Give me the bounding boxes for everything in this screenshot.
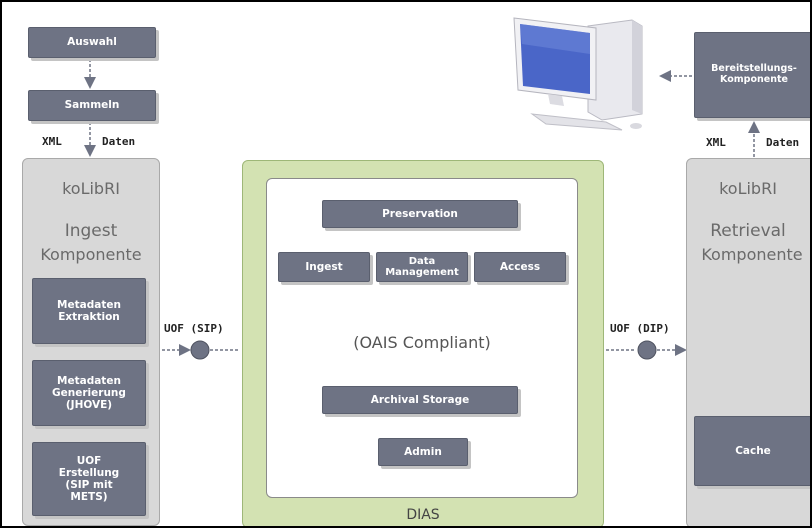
uof-sip-label: UOF (SIP): [164, 322, 224, 335]
xml-label-left: XML: [42, 135, 62, 148]
sammeln-box: Sammeln: [28, 90, 156, 121]
sip-node: [190, 340, 210, 360]
daten-label-left: Daten: [102, 135, 136, 148]
ingest-panel-subtitle-2: Komponente: [40, 245, 142, 264]
dias-label: DIAS: [406, 507, 440, 523]
uof-dip-label: UOF (DIP): [610, 322, 670, 335]
admin-box: Admin: [378, 438, 468, 466]
retrieval-panel-subtitle-1: Retrieval: [710, 221, 786, 241]
ingest-panel-title: koLibRI: [62, 179, 120, 198]
ingest-box: Ingest: [278, 252, 370, 282]
dip-node: [637, 340, 657, 360]
retrieval-panel-subtitle-2: Komponente: [701, 245, 803, 264]
preservation-box: Preservation: [322, 200, 518, 228]
cache-box: Cache: [694, 416, 810, 486]
auswahl-box: Auswahl: [28, 27, 156, 58]
uof-erstellung-box: UOF Erstellung (SIP mit METS): [32, 442, 146, 516]
metadaten-generierung-box: Metadaten Generierung (JHOVE): [32, 360, 146, 426]
oais-compliance-label: (OAIS Compliant): [353, 333, 491, 352]
access-box: Access: [474, 252, 566, 282]
retrieval-panel-title: koLibRI: [719, 179, 777, 198]
archival-storage-box: Archival Storage: [322, 386, 518, 414]
bereitstellungs-komponente-box: Bereitstellungs- Komponente: [694, 32, 810, 118]
desktop-computer-icon: [513, 17, 643, 131]
daten-label-right: Daten: [766, 136, 800, 149]
metadaten-extraktion-box: Metadaten Extraktion: [32, 278, 146, 344]
xml-label-right: XML: [706, 136, 726, 149]
data-management-box: Data Management: [376, 252, 468, 282]
ingest-panel-subtitle-1: Ingest: [64, 221, 118, 241]
